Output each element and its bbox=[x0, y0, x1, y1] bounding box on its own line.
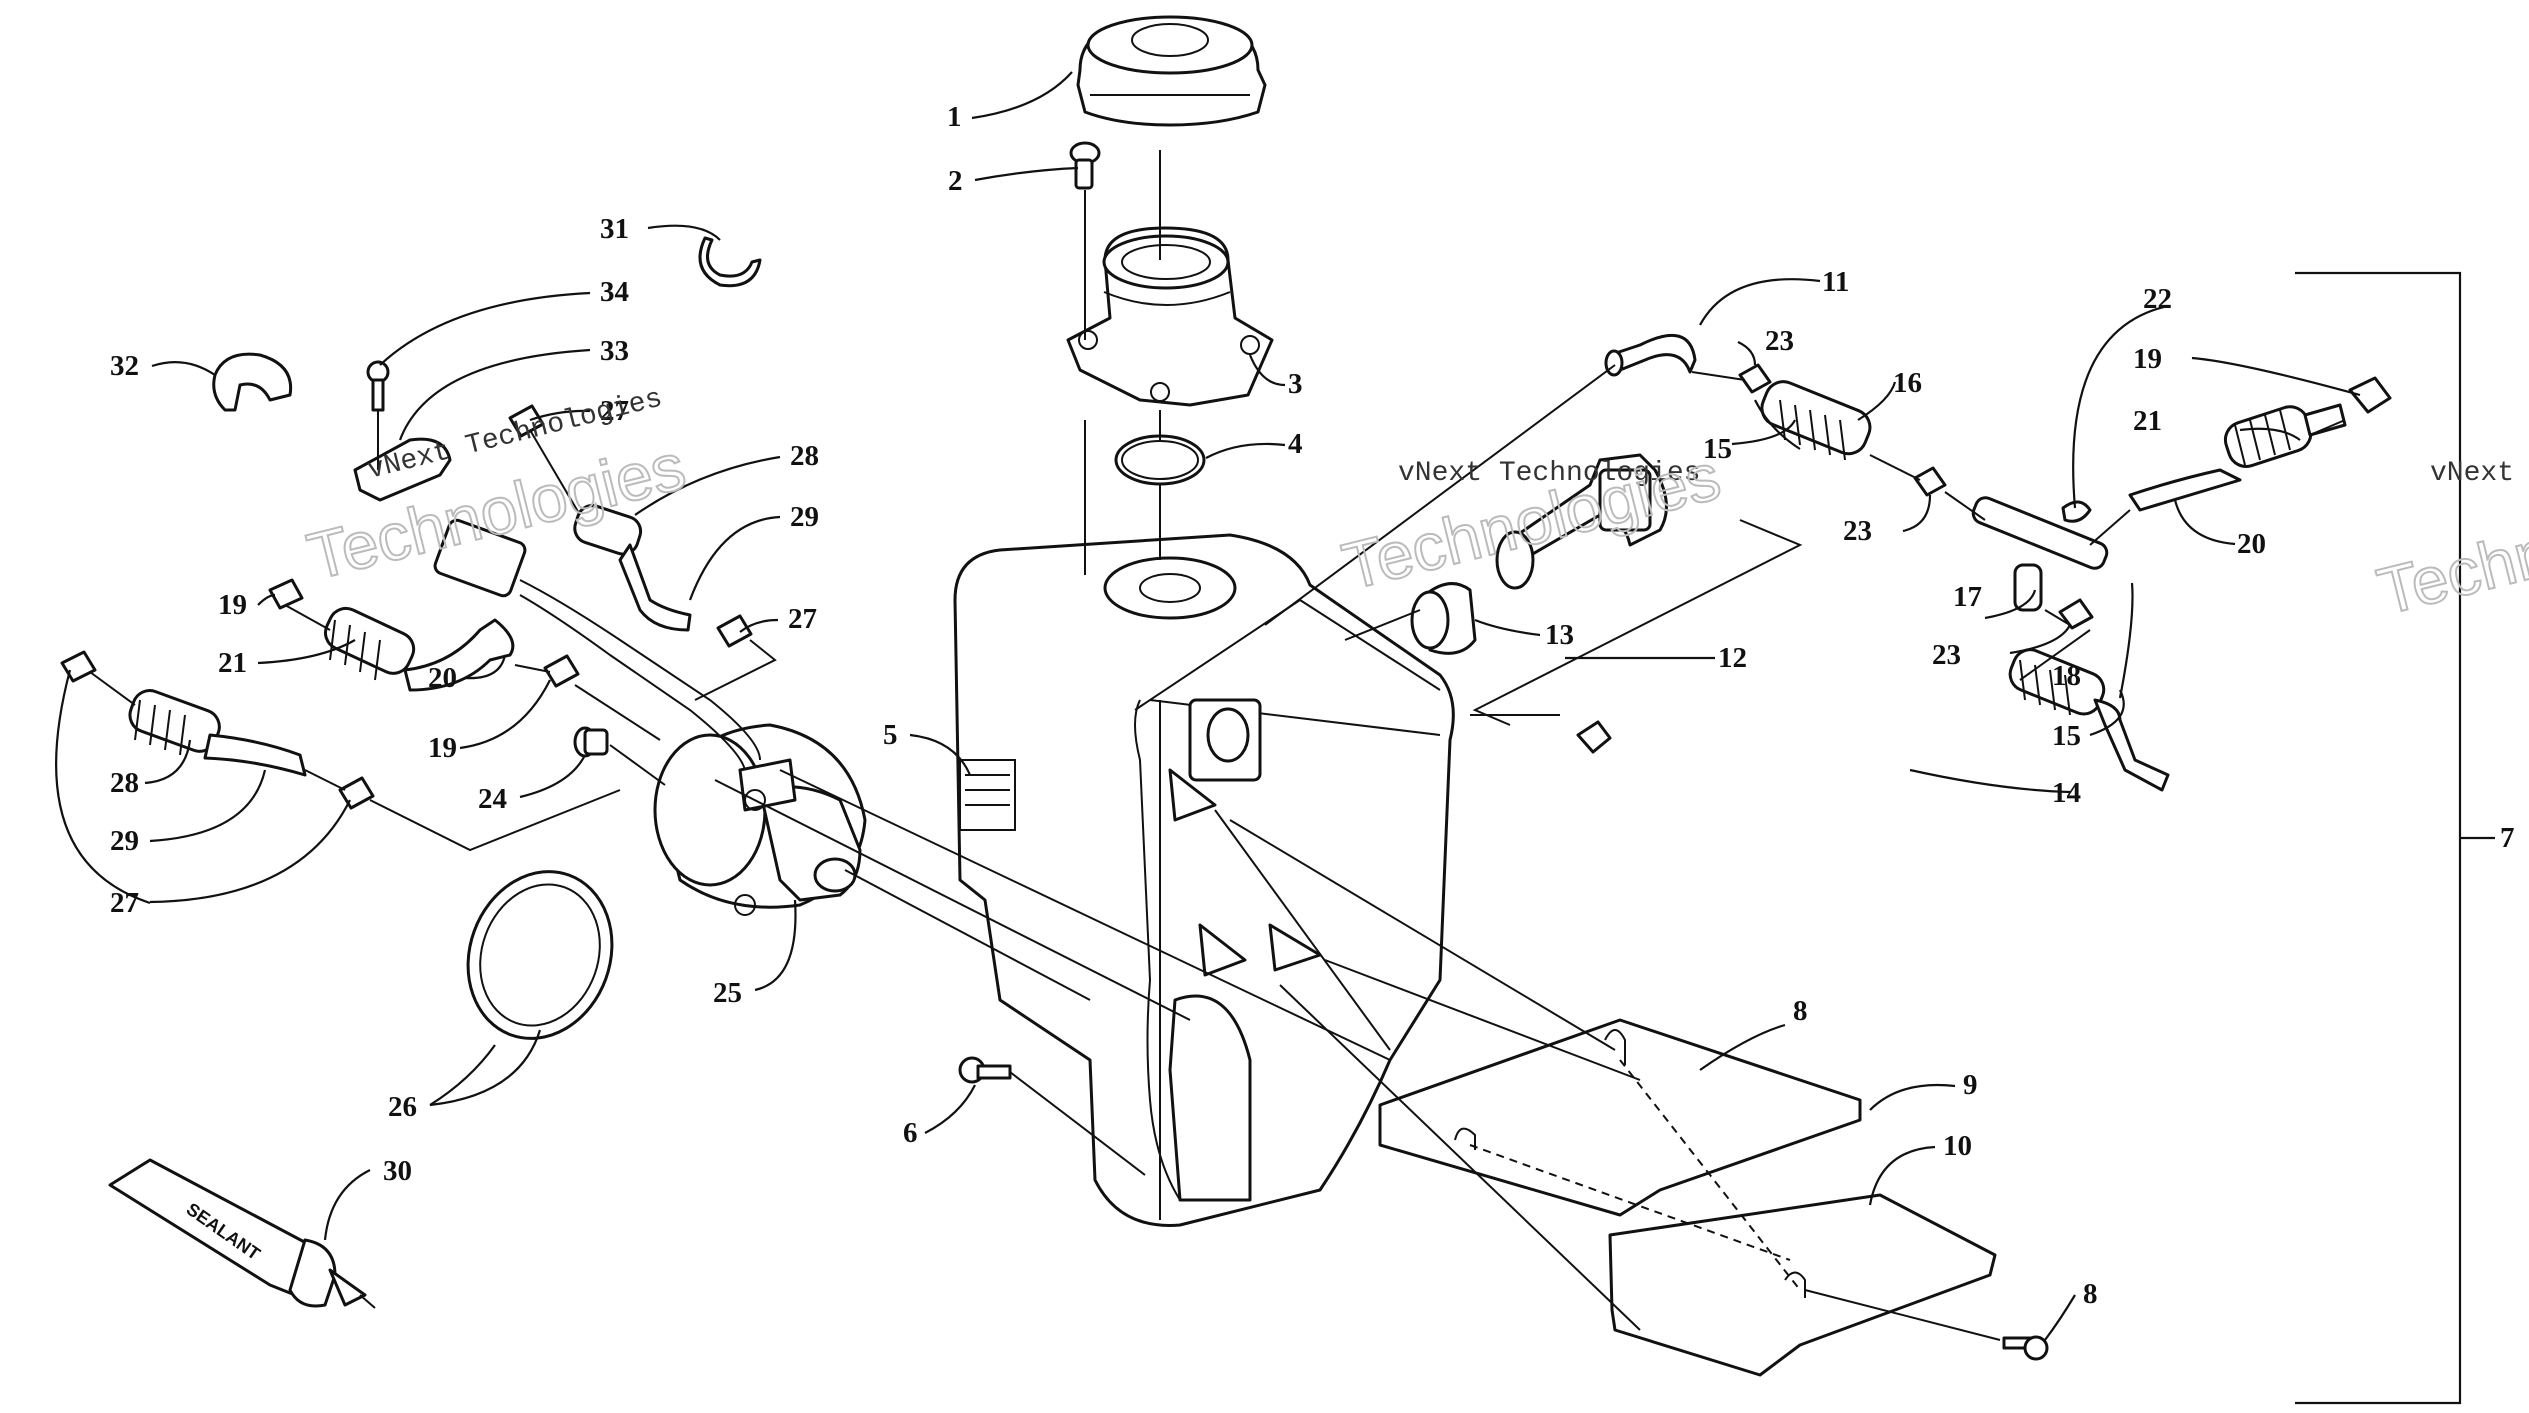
callout-30: 30 bbox=[383, 1155, 412, 1187]
callout-17: 17 bbox=[1953, 581, 1982, 613]
clamp-27-mid bbox=[716, 614, 753, 648]
elbow-hose-11 bbox=[1604, 333, 1697, 377]
clamp-32 bbox=[212, 352, 293, 412]
hose-16 bbox=[1760, 380, 1872, 461]
clip-ring-31 bbox=[698, 236, 762, 288]
hose-28-left bbox=[128, 689, 307, 777]
clamp-19-right bbox=[2348, 376, 2392, 414]
callout-23-a: 23 bbox=[1765, 325, 1794, 357]
callout-4: 4 bbox=[1288, 428, 1303, 460]
callout-9: 9 bbox=[1963, 1069, 1978, 1101]
callout-27-upper: 27 bbox=[600, 395, 629, 427]
callout-20-right: 20 bbox=[2237, 528, 2266, 560]
pump-gasket bbox=[466, 870, 614, 1040]
callout-numbers: 1 2 3 4 5 6 7 8 8 9 10 11 12 13 14 15 15… bbox=[110, 101, 2515, 1310]
oil-tank bbox=[953, 533, 1455, 1227]
callout-27-left: 27 bbox=[110, 887, 139, 919]
callout-19-mid-left: 19 bbox=[428, 732, 457, 764]
wire-harness bbox=[433, 518, 761, 771]
callout-21-right: 21 bbox=[2133, 405, 2162, 437]
tee-fitting-17 bbox=[1971, 496, 2109, 612]
callout-8-upper: 8 bbox=[1793, 995, 1808, 1027]
callout-34: 34 bbox=[600, 276, 629, 308]
sealant-tube: SEALANT bbox=[108, 1158, 376, 1309]
o-ring bbox=[1114, 434, 1206, 486]
callout-33: 33 bbox=[600, 335, 629, 367]
callout-28-left: 28 bbox=[110, 767, 139, 799]
callout-15-upper: 15 bbox=[1703, 433, 1732, 465]
callout-26: 26 bbox=[388, 1091, 417, 1123]
clamp-23-a bbox=[1738, 363, 1772, 394]
callout-28-mid: 28 bbox=[790, 440, 819, 472]
callout-8-lower: 8 bbox=[2083, 1278, 2098, 1310]
clamp-19-mid-left bbox=[543, 654, 580, 688]
callout-25: 25 bbox=[713, 977, 742, 1009]
hose-28-mid bbox=[573, 504, 692, 632]
callout-15-lower: 15 bbox=[2052, 720, 2081, 752]
clamp-23-c bbox=[2058, 598, 2094, 630]
oil-cap bbox=[1076, 15, 1267, 127]
callout-14: 14 bbox=[2052, 777, 2081, 809]
hose-21-left bbox=[324, 606, 515, 692]
callout-3: 3 bbox=[1288, 368, 1303, 400]
clamp-27-upper bbox=[508, 404, 545, 438]
filler-neck bbox=[1066, 226, 1274, 407]
callout-32: 32 bbox=[110, 350, 139, 382]
callout-6: 6 bbox=[903, 1117, 918, 1149]
callout-22: 22 bbox=[2143, 283, 2172, 315]
watermark-2-small: vNext Technologies bbox=[1398, 458, 1700, 489]
group-bracket-7 bbox=[2295, 271, 2495, 1405]
sensor-connector-12 bbox=[1495, 453, 1668, 590]
callout-20-left: 20 bbox=[428, 662, 457, 694]
callout-10: 10 bbox=[1943, 1130, 1972, 1162]
bracket-33 bbox=[353, 437, 452, 502]
callout-2: 2 bbox=[948, 165, 963, 197]
callout-31: 31 bbox=[600, 213, 629, 245]
mounting-plate-9 bbox=[1378, 1018, 1862, 1217]
clamp-27-left bbox=[60, 650, 97, 683]
fitting-24 bbox=[573, 726, 609, 758]
assembly-lines bbox=[89, 150, 2346, 1341]
callout-23-b: 23 bbox=[1843, 515, 1872, 547]
watermark-3-small: vNext bbox=[2430, 458, 2514, 489]
screw-34 bbox=[366, 360, 390, 412]
callout-19-right: 19 bbox=[2133, 343, 2162, 375]
clamp-22 bbox=[2061, 500, 2092, 523]
callout-13: 13 bbox=[1545, 619, 1574, 651]
callout-1: 1 bbox=[947, 101, 962, 133]
leader-lines bbox=[55, 71, 2361, 1341]
clamp-23-b bbox=[1913, 466, 1947, 497]
callout-18: 18 bbox=[2052, 660, 2081, 692]
mounting-plate-10 bbox=[1608, 1193, 1997, 1377]
callout-29-mid: 29 bbox=[790, 501, 819, 533]
watermark-3-big: Techn bbox=[2370, 514, 2529, 628]
callout-29-left: 29 bbox=[110, 825, 139, 857]
bolt-8-lower bbox=[2002, 1335, 2049, 1361]
clamp-14 bbox=[1576, 720, 1612, 754]
callout-7: 7 bbox=[2500, 822, 2515, 854]
callout-24: 24 bbox=[478, 783, 507, 815]
screw-6 bbox=[958, 1056, 1012, 1084]
hose-20-right bbox=[2128, 403, 2347, 512]
clamp-19-upper-left bbox=[268, 578, 304, 610]
oil-pump bbox=[653, 723, 867, 916]
callout-27-mid: 27 bbox=[788, 603, 817, 635]
callout-19-upper-left: 19 bbox=[218, 589, 247, 621]
callout-12: 12 bbox=[1718, 642, 1747, 674]
callout-5: 5 bbox=[883, 719, 898, 751]
callout-23-c: 23 bbox=[1932, 639, 1961, 671]
callout-21-left: 21 bbox=[218, 647, 247, 679]
clamp-27-lower-left bbox=[338, 776, 375, 810]
callout-11: 11 bbox=[1822, 266, 1849, 298]
grommet-13 bbox=[1410, 582, 1477, 655]
screw-2 bbox=[1069, 141, 1101, 190]
hose-18 bbox=[2008, 648, 2170, 792]
callout-16: 16 bbox=[1893, 367, 1922, 399]
